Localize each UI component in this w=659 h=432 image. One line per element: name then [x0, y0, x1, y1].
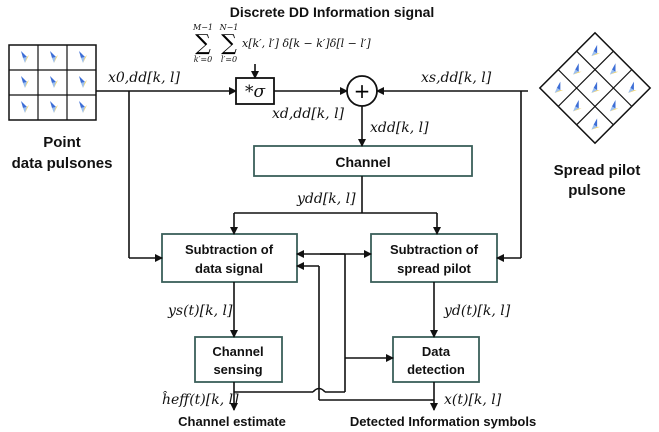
signal-xt: x(t)[k, l] — [444, 392, 502, 408]
subtract-pilot-line1: Subtraction of — [390, 242, 479, 257]
signal-ys: ys(t)[k, l] — [167, 303, 233, 319]
left-label-line2: data pulsones — [12, 155, 113, 172]
sigma-symbol-2: ∑ — [221, 31, 237, 56]
convolution-operator-box — [235, 77, 275, 105]
channel-sensing-line2: sensing — [213, 362, 262, 377]
channel-estimate-label: Channel estimate — [178, 414, 286, 429]
subtract-data-block — [161, 233, 298, 283]
signal-yd: yd(t)[k, l] — [443, 303, 511, 319]
signal-xddd: xd,dd[k, l] — [272, 106, 345, 122]
connection-lines — [96, 64, 528, 411]
signal-heff: ĥeff(t)[k, l] — [162, 390, 239, 408]
signal-xsdd: xs,dd[k, l] — [421, 70, 492, 86]
left-label-line1: Point — [43, 134, 81, 151]
sum-lower-2: l′=0 — [221, 55, 237, 64]
sum-expression: M−1 N−1 ∑ ∑ k′=0 l′=0 x[k′, l′] δ[k − k′… — [192, 23, 371, 64]
right-label-line2: pulsone — [568, 182, 626, 199]
sum-upper-2: N−1 — [219, 23, 239, 32]
diagram-title: Discrete DD Information signal — [230, 4, 435, 20]
channel-block — [253, 145, 473, 177]
data-detection-line2: detection — [407, 362, 465, 377]
signal-x0dd: x0,dd[k, l] — [108, 70, 181, 86]
sum-upper-1: M−1 — [192, 23, 213, 32]
spread-pilot-grid — [538, 31, 652, 145]
detected-symbols-label: Detected Information symbols — [350, 414, 536, 429]
subtract-data-line1: Subtraction of — [185, 242, 274, 257]
point-pulsone-grid — [8, 44, 97, 121]
sigma-symbol-1: ∑ — [195, 31, 211, 56]
data-detection-line1: Data — [422, 344, 451, 359]
sum-lower-1: k′=0 — [194, 55, 212, 64]
channel-sensing-line1: Channel — [212, 344, 263, 359]
sum-summand: x[k′, l′] δ[k − k′]δ[l − l′] — [242, 37, 371, 50]
channel-sensing-block — [194, 336, 283, 383]
signal-xdd: xdd[k, l] — [370, 120, 429, 136]
subtract-pilot-block — [370, 233, 498, 283]
channel-label: Channel — [335, 154, 390, 170]
subtract-data-line2: data signal — [195, 261, 263, 276]
subtract-pilot-line2: spread pilot — [397, 261, 471, 276]
operator-label: *σ — [245, 82, 266, 102]
adder-label: + — [354, 79, 371, 103]
signal-ydd: ydd[k, l] — [296, 191, 356, 207]
right-label-line1: Spread pilot — [554, 162, 641, 179]
